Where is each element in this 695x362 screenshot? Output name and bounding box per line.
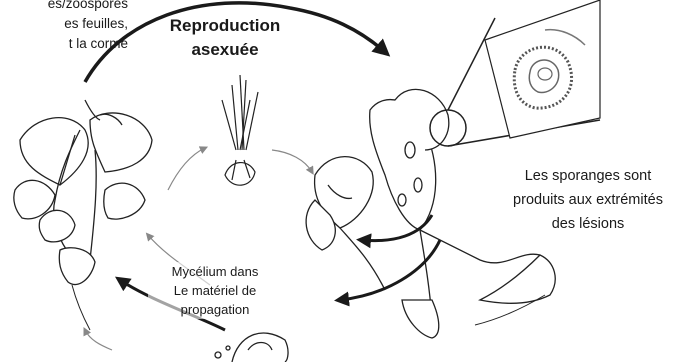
sporangia-label: Les sporanges sont produits aux extrémit… (488, 164, 688, 236)
spore-spread-line-3: t la corme (0, 34, 128, 54)
lesion-magnifier (430, 0, 600, 146)
infected-plant-illustration (306, 157, 385, 290)
sporangia-line-1: Les sporanges sont (488, 164, 688, 188)
arrow-lesion-to-infected-lower (340, 240, 440, 300)
sporangia-line-3: des lésions (488, 212, 688, 236)
arrow-bottom-left (85, 330, 112, 350)
title-line-1: Reproduction (150, 14, 300, 38)
seedling-illustration (222, 75, 258, 185)
mycelium-line-2: Le matériel de (148, 281, 282, 300)
spore-spread-line-1: es/zoospores (0, 0, 128, 14)
arrow-seedling-to-infected (272, 150, 312, 172)
mycelium-label: Mycélium dans Le matériel de propagation (148, 262, 282, 319)
sporangia-line-2: produits aux extrémités (488, 188, 688, 212)
asexual-reproduction-title: Reproduction asexuée (150, 14, 300, 62)
title-line-2: asexuée (150, 38, 300, 62)
mycelium-line-3: propagation (148, 300, 282, 319)
arrow-plant-to-seedling (168, 148, 205, 190)
spore-spread-line-2: es feuilles, (0, 14, 128, 34)
spore-spread-label: es/zoospores es feuilles, t la corme (0, 0, 128, 54)
corm-illustration (215, 333, 288, 362)
mycelium-line-1: Mycélium dans (148, 262, 282, 281)
mature-plant-illustration (14, 100, 152, 330)
